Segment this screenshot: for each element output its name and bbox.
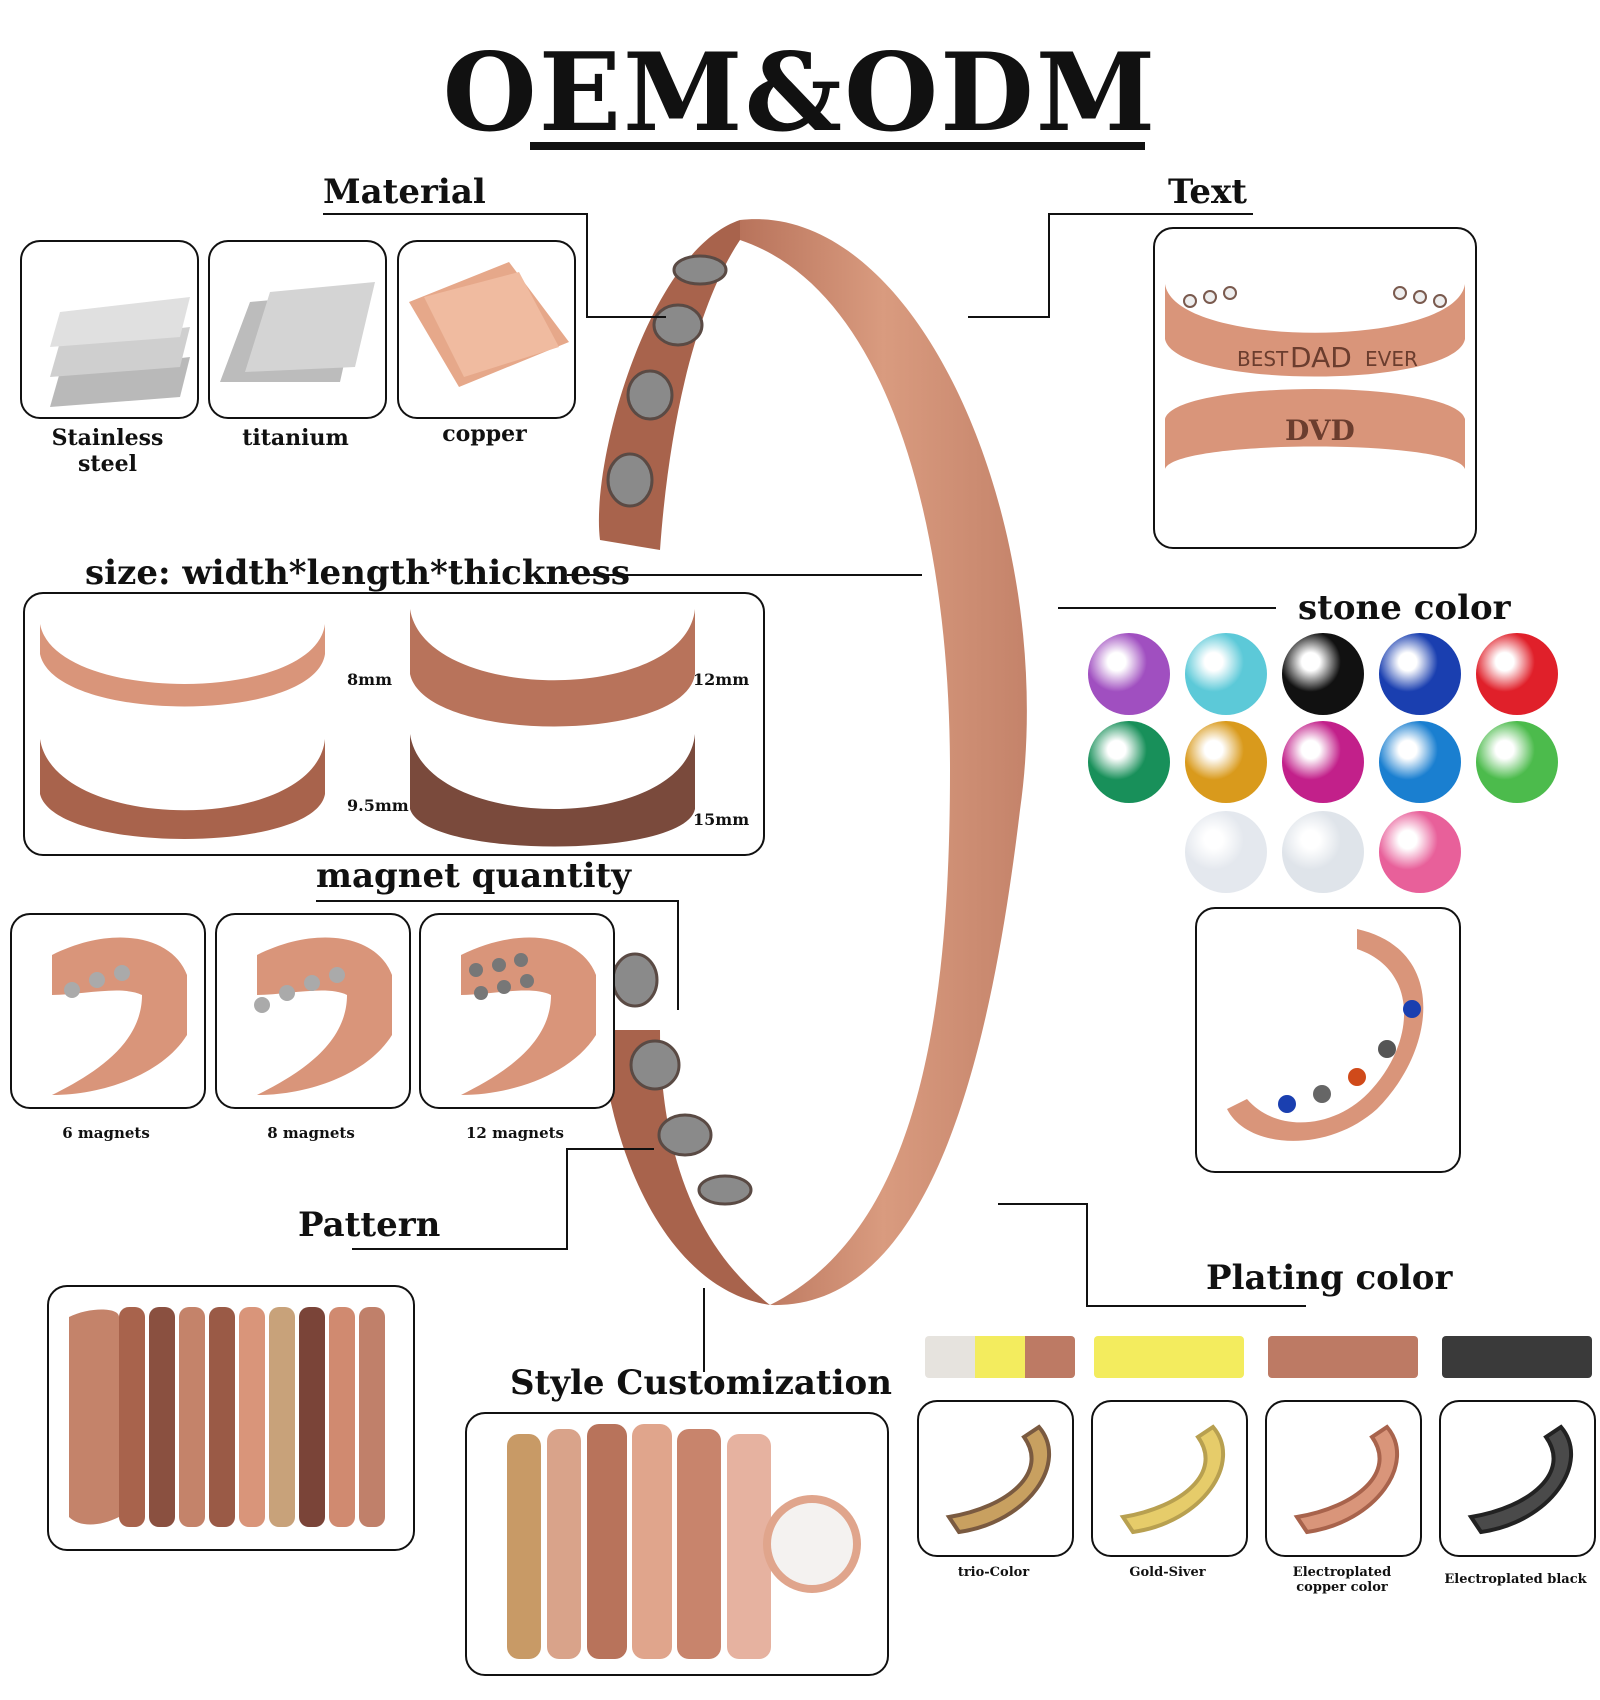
stone-swatch[interactable] xyxy=(1185,633,1267,715)
text-heading: Text xyxy=(1168,172,1248,212)
material-label: copper xyxy=(442,421,527,447)
engraving-word: EVER xyxy=(1365,347,1418,371)
plating-card-copper[interactable] xyxy=(1265,1400,1422,1557)
stone-swatch[interactable] xyxy=(1088,633,1170,715)
material-leader xyxy=(586,213,588,318)
size-label: 12mm xyxy=(693,670,750,689)
size-label: 15mm xyxy=(693,810,750,829)
stone-swatch[interactable] xyxy=(1185,721,1267,803)
engraving-card[interactable]: BEST DAD EVER DVD xyxy=(1153,227,1477,549)
plating-leader xyxy=(1086,1203,1088,1307)
pattern-card[interactable] xyxy=(47,1285,415,1551)
stone-swatch[interactable] xyxy=(1379,721,1461,803)
stone-color-heading: stone color xyxy=(1298,588,1511,628)
stone-swatch[interactable] xyxy=(1476,633,1558,715)
stone-swatch[interactable] xyxy=(1185,811,1267,893)
material-heading: Material xyxy=(323,172,486,212)
magnet-label: 12 magnets xyxy=(466,1124,564,1142)
text-leader xyxy=(1048,213,1253,215)
stone-swatch[interactable] xyxy=(1088,721,1170,803)
magnet-label: 6 magnets xyxy=(62,1124,150,1142)
stone-swatch[interactable] xyxy=(1282,633,1364,715)
pattern-leader xyxy=(566,1148,654,1150)
magnet-leader xyxy=(316,900,679,902)
engraving-word: DAD xyxy=(1290,341,1352,374)
plating-leader xyxy=(1086,1305,1306,1307)
plating-label: trio-Color xyxy=(957,1565,1030,1580)
plating-label: Electroplated copper color xyxy=(1292,1565,1392,1595)
text-leader xyxy=(968,316,1050,318)
magnet-card-6[interactable] xyxy=(10,913,206,1109)
engraving-word: DVD xyxy=(1285,414,1355,447)
material-leader xyxy=(323,213,588,215)
pattern-leader xyxy=(566,1148,568,1250)
material-label: titanium xyxy=(242,425,349,451)
size-heading: size: width*length*thickness xyxy=(85,553,631,593)
stone-swatch[interactable] xyxy=(1282,811,1364,893)
material-card-titanium[interactable] xyxy=(208,240,387,419)
magnet-card-8[interactable] xyxy=(215,913,411,1109)
magnet-heading: magnet quantity xyxy=(316,856,631,896)
plating-swatch-trio[interactable] xyxy=(925,1336,1075,1378)
material-leader xyxy=(586,316,666,318)
size-label: 9.5mm xyxy=(347,796,409,815)
style-leader xyxy=(703,1288,705,1372)
engraving-word: BEST xyxy=(1237,347,1289,371)
plating-swatch-copper[interactable] xyxy=(1268,1336,1418,1378)
plating-swatch-black[interactable] xyxy=(1442,1336,1592,1378)
magnet-leader xyxy=(677,900,679,1010)
material-card-stainless[interactable] xyxy=(20,240,199,419)
stone-bracelet-card[interactable] xyxy=(1195,907,1461,1173)
title-underline xyxy=(530,142,1145,150)
plating-card-black[interactable] xyxy=(1439,1400,1596,1557)
stone-color-grid xyxy=(1088,633,1568,898)
stone-color-leader xyxy=(1058,607,1276,609)
style-card[interactable] xyxy=(465,1412,889,1676)
pattern-leader xyxy=(352,1248,568,1250)
main-bracelet-image xyxy=(598,219,1027,1306)
material-card-copper[interactable] xyxy=(397,240,576,419)
magnet-label: 8 magnets xyxy=(267,1124,355,1142)
size-card[interactable] xyxy=(23,592,765,856)
size-leader xyxy=(567,574,922,576)
stone-swatch[interactable] xyxy=(1282,721,1364,803)
plating-heading: Plating color xyxy=(1206,1258,1453,1298)
plating-swatch-gold[interactable] xyxy=(1094,1336,1244,1378)
plating-label: Electroplated black xyxy=(1444,1572,1587,1587)
plating-label: Gold-Siver xyxy=(1129,1565,1206,1580)
material-label: Stainless steel xyxy=(51,425,164,477)
stone-swatch[interactable] xyxy=(1379,811,1461,893)
pattern-heading: Pattern xyxy=(298,1205,441,1245)
magnet-card-12[interactable] xyxy=(419,913,615,1109)
page-title: OEM&ODM xyxy=(442,30,1158,156)
size-label: 8mm xyxy=(347,670,392,689)
plating-card-gold[interactable] xyxy=(1091,1400,1248,1557)
stone-swatch[interactable] xyxy=(1379,633,1461,715)
stone-swatch[interactable] xyxy=(1476,721,1558,803)
style-heading: Style Customization xyxy=(510,1363,892,1403)
plating-card-trio[interactable] xyxy=(917,1400,1074,1557)
text-leader xyxy=(1048,213,1050,318)
plating-leader xyxy=(998,1203,1088,1205)
